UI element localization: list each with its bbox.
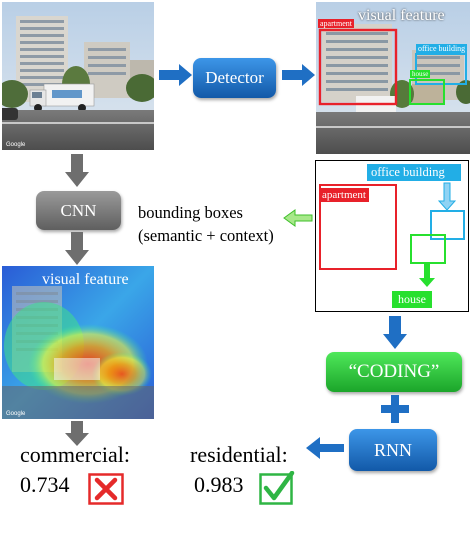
arrow-right-1 bbox=[159, 64, 192, 86]
arrow-left-blue bbox=[306, 437, 344, 459]
cross-mark-icon bbox=[88, 473, 124, 505]
photo-tag-house: house bbox=[410, 70, 431, 78]
arrow-down-2 bbox=[65, 232, 89, 265]
photo-title-visual-feature: visual feature bbox=[358, 7, 445, 24]
check-mark-icon bbox=[259, 471, 295, 505]
commercial-label: commercial: bbox=[20, 442, 130, 467]
cnn-node: CNN bbox=[36, 191, 121, 230]
bounding-boxes-line1: bounding boxes bbox=[138, 203, 243, 222]
schematic-tag-apartment: apartment bbox=[319, 188, 369, 202]
bounding-boxes-line2: (semantic + context) bbox=[138, 226, 274, 245]
svg-text:Google: Google bbox=[6, 142, 26, 148]
arrow-down-blue-1 bbox=[383, 316, 407, 349]
bounding-boxes-label: bounding boxes (semantic + context) bbox=[138, 201, 274, 247]
rnn-label: RNN bbox=[373, 439, 412, 460]
arrow-down-3 bbox=[65, 421, 89, 446]
coding-node: “CODING” bbox=[326, 352, 462, 392]
residential-label: residential: bbox=[190, 442, 288, 467]
rnn-node: RNN bbox=[349, 429, 437, 471]
arrow-down-1 bbox=[65, 154, 89, 187]
residential-score: 0.983 bbox=[194, 472, 244, 497]
arrow-right-2 bbox=[282, 64, 315, 86]
cnn-label: CNN bbox=[60, 200, 97, 220]
coding-label: “CODING” bbox=[348, 361, 440, 382]
commercial-score: 0.734 bbox=[20, 472, 70, 497]
svg-text:Google: Google bbox=[6, 411, 26, 417]
schematic-tag-office-building: office building bbox=[367, 164, 461, 181]
plus-icon bbox=[381, 395, 409, 423]
heatmap-title: visual feature bbox=[42, 271, 129, 288]
schematic-tag-house: house bbox=[392, 291, 432, 308]
arrow-left-green bbox=[283, 209, 313, 227]
bounding-box-schematic: apartment office building house bbox=[315, 160, 469, 312]
detector-node: Detector bbox=[193, 58, 276, 98]
photo-tag-apartment: apartment bbox=[318, 19, 354, 28]
detector-label: Detector bbox=[205, 68, 264, 87]
heatmap-photo: Google visual feature bbox=[2, 266, 154, 419]
photo-tag-office-building: office building bbox=[416, 44, 468, 53]
street-view-photo: Google bbox=[2, 2, 154, 150]
